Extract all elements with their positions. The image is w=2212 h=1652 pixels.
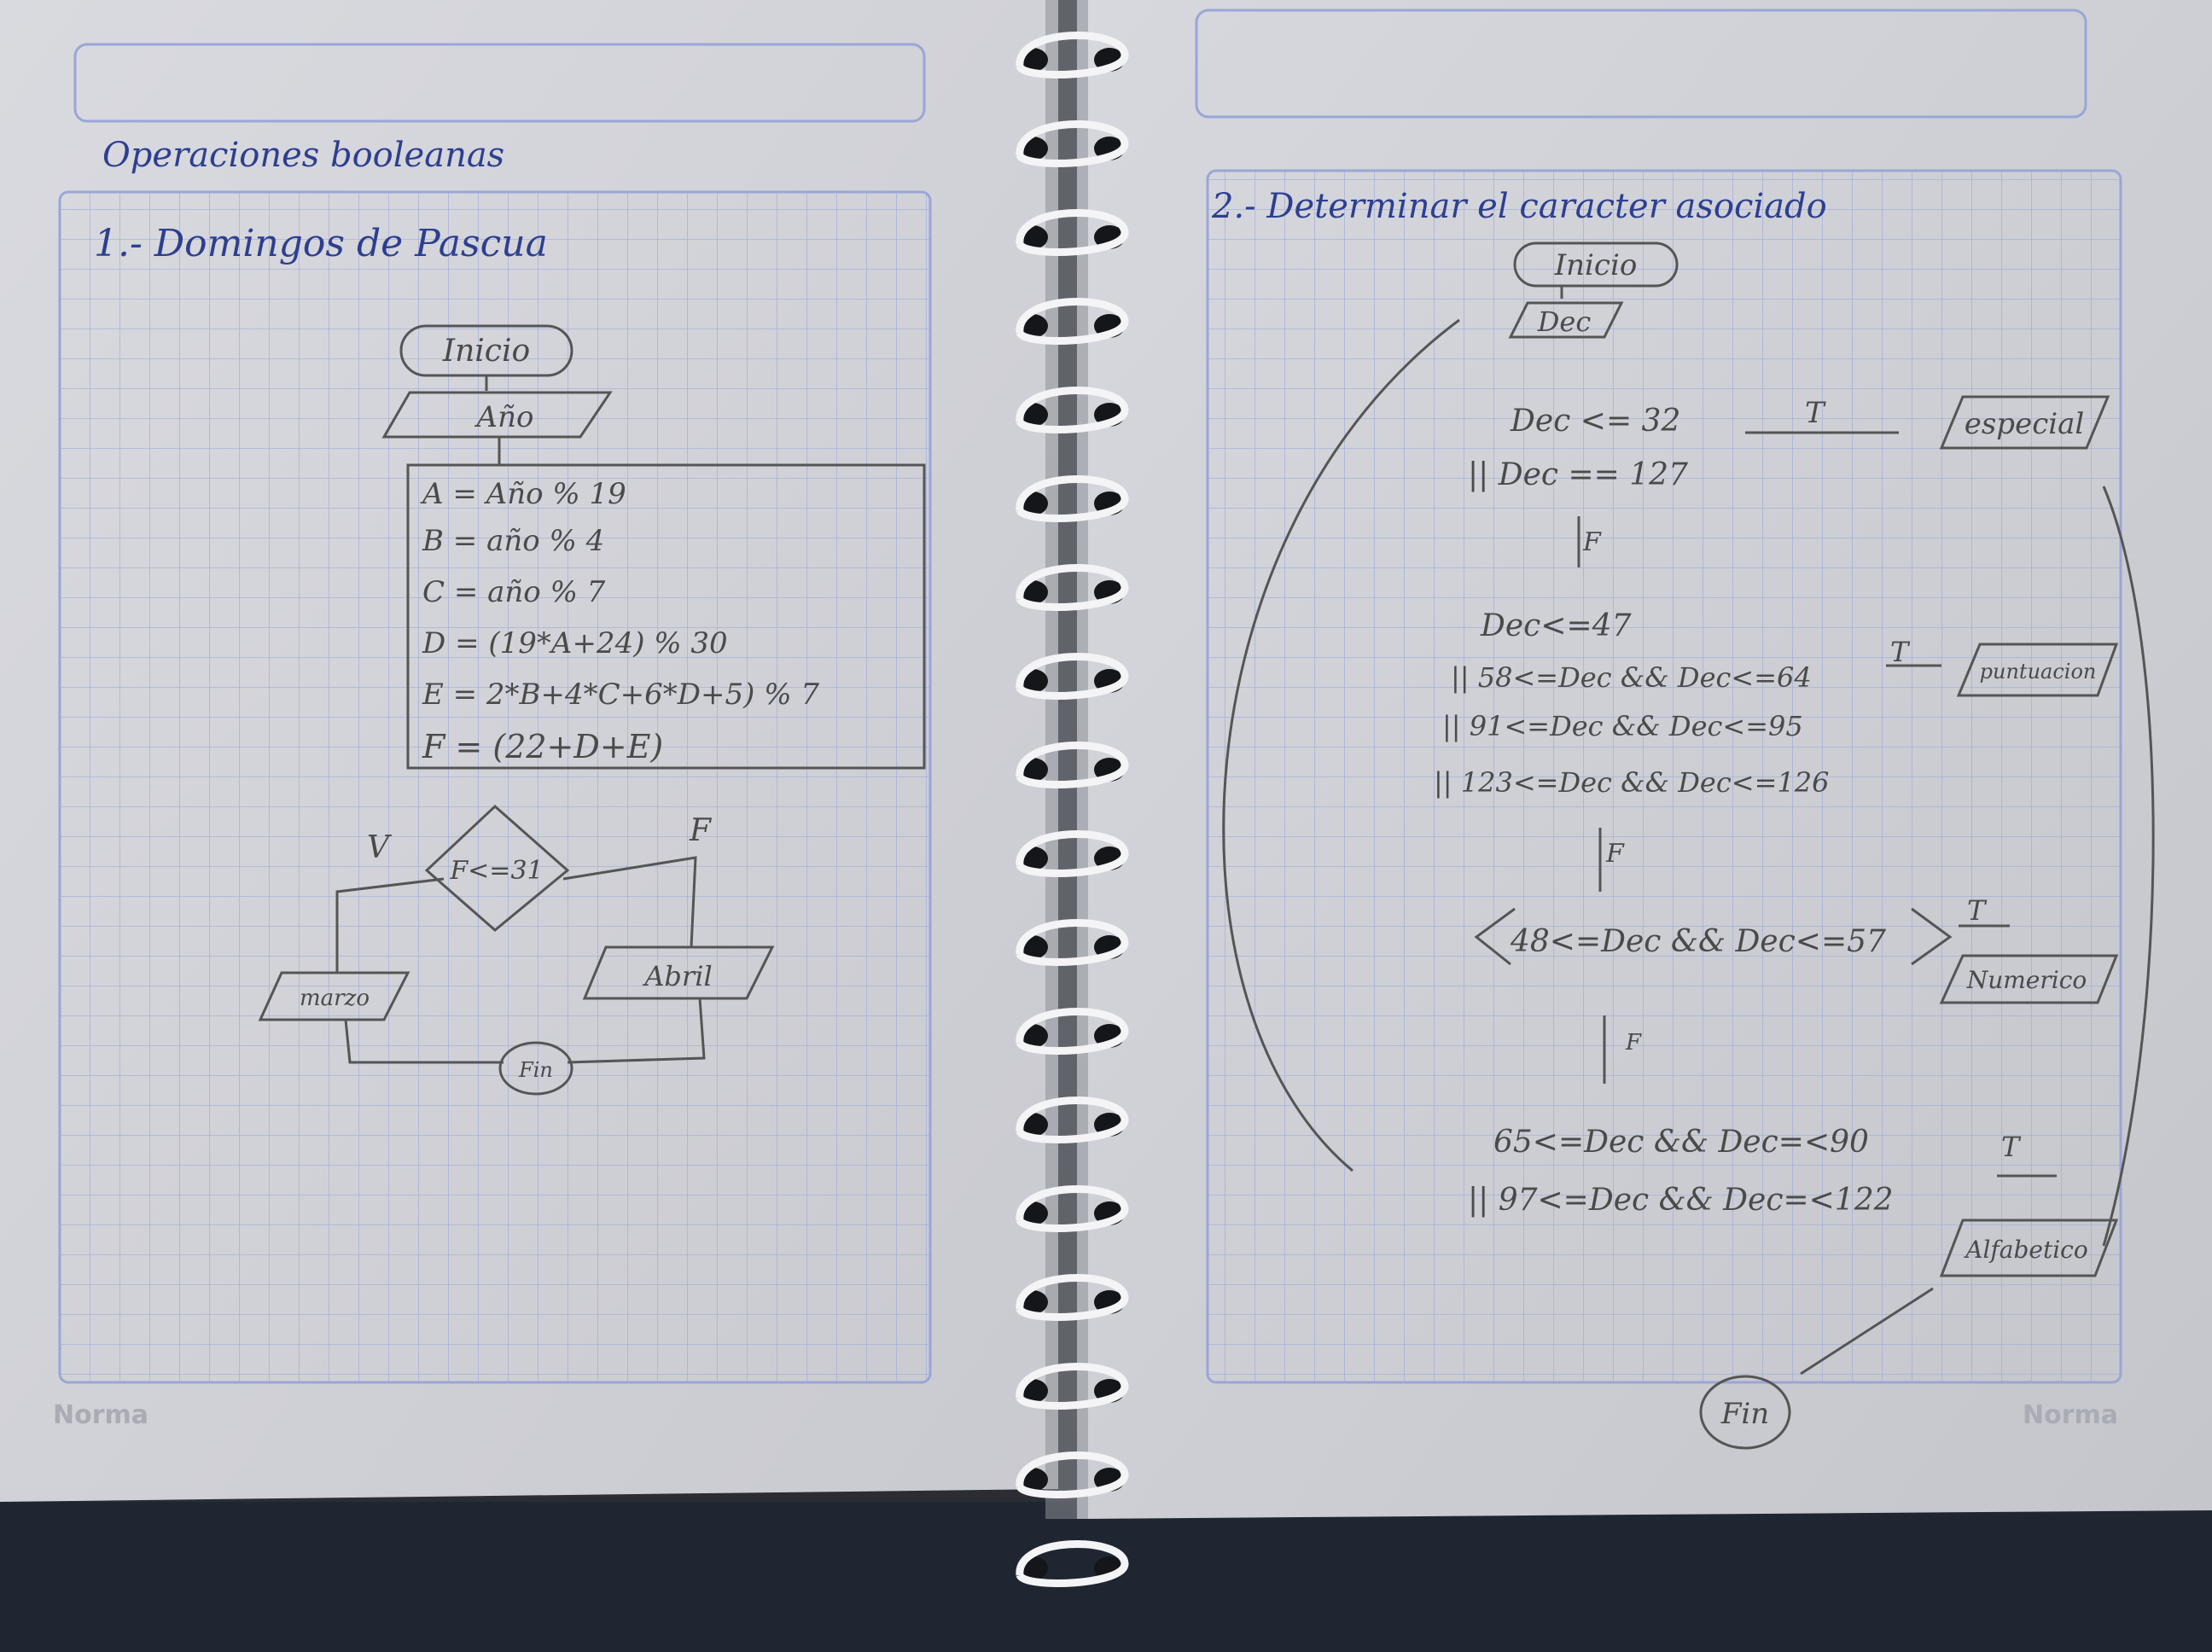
left-decision-label: F<=31 <box>449 856 543 886</box>
left-false-label: F <box>689 813 713 848</box>
spiral-ring <box>1016 475 1129 522</box>
spiral-ring <box>1016 120 1129 167</box>
right-brand: Norma <box>2023 1400 2118 1430</box>
cond1-false-label: F <box>1582 527 1602 557</box>
process-line-2: B = año % 4 <box>422 524 604 558</box>
spiral-binding <box>1016 32 1129 1587</box>
cond4-line-2: || 97<=Dec && Dec=<122 <box>1468 1183 1894 1218</box>
cond1-true-label: T <box>1805 396 1826 430</box>
left-header-box <box>73 43 926 123</box>
process-line-4: D = (19*A+24) % 30 <box>422 626 728 660</box>
spiral-ring <box>1016 1363 1129 1410</box>
spiral-ring <box>1016 1451 1129 1498</box>
spiral-ring <box>1016 1274 1129 1321</box>
cond3-false-label: F <box>1625 1030 1642 1056</box>
cond3-true-label: T <box>1967 894 1988 927</box>
cond2-line-4: || 123<=Dec && Dec<=126 <box>1434 766 1829 799</box>
process-line-6: F = (22+D+E) <box>422 728 663 765</box>
left-input-label: Año <box>474 400 534 434</box>
right-grid-area <box>1206 169 2122 1384</box>
cond2-false-label: F <box>1605 839 1625 869</box>
cond3-label: 48<=Dec && Dec<=57 <box>1510 924 1886 959</box>
left-page <box>0 0 1058 1502</box>
right-page <box>1077 0 2212 1519</box>
right-header-box <box>1195 9 2087 119</box>
spiral-ring <box>1016 830 1129 877</box>
left-brand: Norma <box>53 1400 148 1430</box>
process-line-1: A = Año % 19 <box>420 477 626 511</box>
spiral-ring <box>1016 1185 1129 1232</box>
left-header-title: Operaciones booleanas <box>102 136 504 175</box>
left-handwriting: Operaciones booleanas 1.- Domingos de Pa… <box>53 136 926 1430</box>
out2-label: puntuacion <box>1980 660 2097 683</box>
right-end-label: Fin <box>1720 1397 1769 1431</box>
left-true-label: V <box>367 830 393 865</box>
spiral-ring <box>1016 298 1129 345</box>
spiral-ring <box>1016 387 1129 433</box>
cond2-line-3: || 91<=Dec && Dec<=95 <box>1442 710 1803 742</box>
left-start-label: Inicio <box>442 334 530 369</box>
left-out-false: Abril <box>642 960 712 992</box>
right-handwriting: 2.- Determinar el caracter asociado Inic… <box>1211 187 2155 1450</box>
cond2-true-label: T <box>1890 636 1911 668</box>
right-start-label: Inicio <box>1554 248 1638 282</box>
spiral-ring <box>1016 919 1129 966</box>
left-end-label: Fin <box>518 1058 553 1082</box>
left-section-title: 1.- Domingos de Pascua <box>94 222 548 265</box>
spiral-ring <box>1016 564 1129 611</box>
left-grid-area <box>58 190 932 1384</box>
spiral-ring <box>1016 209 1129 256</box>
out1-label: especial <box>1965 407 2085 441</box>
spiral-ring <box>1016 32 1129 79</box>
cond1-line-1: Dec <= 32 <box>1510 404 1680 439</box>
cond4-line-1: 65<=Dec && Dec=<90 <box>1493 1125 1869 1160</box>
out3-label: Numerico <box>1966 966 2087 994</box>
cond1-line-2: || Dec == 127 <box>1468 457 1688 492</box>
out4-label: Alfabetico <box>1963 1236 2087 1264</box>
spiral-ring <box>1016 1096 1129 1143</box>
cond2-line-2: || 58<=Dec && Dec<=64 <box>1451 661 1812 694</box>
right-input-label: Dec <box>1537 305 1592 338</box>
spiral-ring <box>1016 653 1129 700</box>
cond2-line-1: Dec<=47 <box>1480 608 1632 643</box>
cond4-true-label: T <box>2001 1131 2022 1163</box>
left-out-true: marzo <box>300 986 370 1011</box>
spiral-ring <box>1016 742 1129 788</box>
right-section-title: 2.- Determinar el caracter asociado <box>1211 187 1827 226</box>
spiral-ring <box>1016 1008 1129 1055</box>
process-line-5: E = 2*B+4*C+6*D+5) % 7 <box>422 678 819 712</box>
process-line-3: C = año % 7 <box>422 575 606 609</box>
spiral-ring <box>1016 1540 1129 1587</box>
